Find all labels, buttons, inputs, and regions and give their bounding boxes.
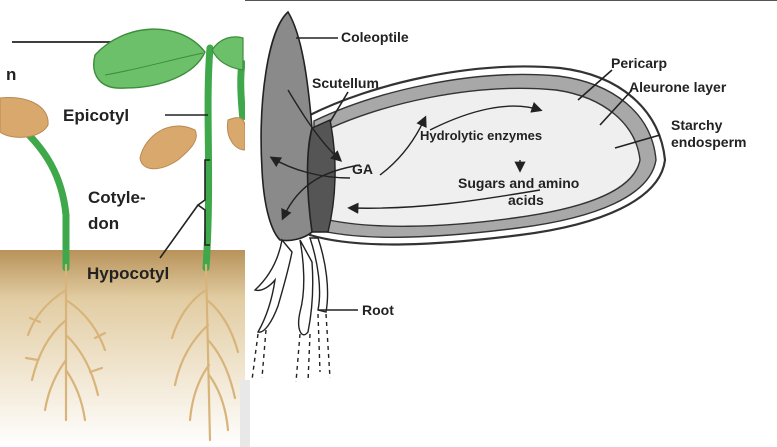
coleoptile-label: Coleoptile [341, 29, 409, 45]
cotyledon-label-line1: Cotyle- [88, 188, 146, 207]
scutellum-label: Scutellum [312, 75, 379, 91]
sugars-label-line1: Sugars and amino [458, 175, 579, 191]
right-seedling-stem [206, 48, 210, 268]
cotyledon-label-line2: don [88, 214, 119, 233]
dicot-seedling-panel: n Epicotyl Cotyle- don Hypocotyl [0, 0, 245, 447]
hydrolytic-enzymes-label: Hydrolytic enzymes [420, 128, 542, 143]
hypocotyl-label: Hypocotyl [87, 264, 169, 283]
epicotyl-label: Epicotyl [63, 106, 129, 125]
cereal-grain-panel: Coleoptile Scutellum Pericarp Aleurone l… [245, 0, 777, 447]
panel-divider [240, 380, 250, 447]
root-label: Root [362, 302, 394, 318]
starchy-label-line1: Starchy [671, 117, 723, 133]
pericarp-label: Pericarp [611, 55, 667, 71]
partial-label-n: n [6, 65, 16, 84]
ga-label: GA [352, 161, 373, 177]
starchy-label-line2: endosperm [671, 134, 746, 150]
sugars-label-line2: acids [508, 192, 544, 208]
aleurone-label: Aleurone layer [629, 79, 727, 95]
